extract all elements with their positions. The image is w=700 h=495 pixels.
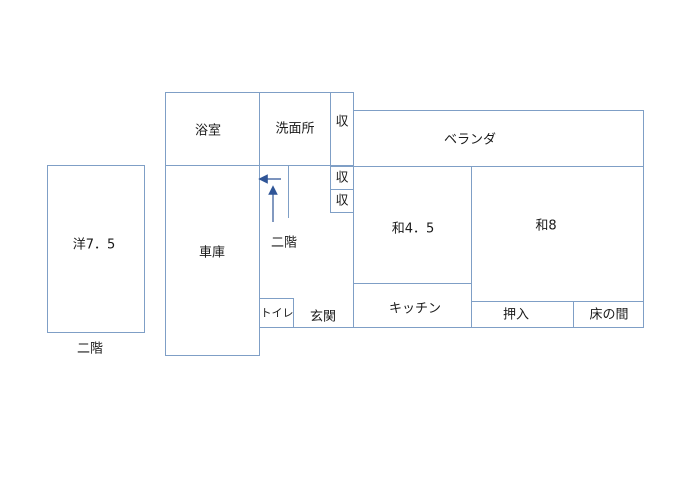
room-toilet-label: トイレ — [260, 306, 294, 320]
room-tokonoma-label: 床の間 — [589, 307, 629, 323]
hall-bottom-wall — [259, 327, 354, 328]
storage-bottom-label: 収 — [335, 193, 349, 209]
room-western-7-5-label: 洋7．5 — [72, 237, 116, 253]
upstairs-center-label: 二階 — [270, 235, 298, 251]
room-japanese-4-5-label: 和4．5 — [391, 221, 435, 237]
storage-middle-label: 収 — [335, 170, 349, 186]
room-closet-label: 押入 — [502, 307, 530, 323]
room-bath-label: 浴室 — [194, 123, 222, 139]
room-garage-label: 車庫 — [198, 245, 226, 261]
room-entrance-label: 玄関 — [309, 309, 337, 325]
room-garage — [165, 165, 260, 356]
storage-top-label: 収 — [335, 114, 349, 130]
room-veranda-label: ベランダ — [443, 132, 497, 148]
stair-line — [288, 166, 289, 218]
upstairs-left-label: 二階 — [76, 341, 104, 357]
room-western-7-5 — [47, 165, 145, 333]
room-japanese-8-label: 和8 — [535, 218, 557, 234]
room-kitchen-label: キッチン — [388, 301, 442, 317]
room-tokonoma — [573, 301, 644, 328]
room-toilet — [259, 298, 294, 328]
room-washroom-label: 洗面所 — [275, 121, 315, 137]
